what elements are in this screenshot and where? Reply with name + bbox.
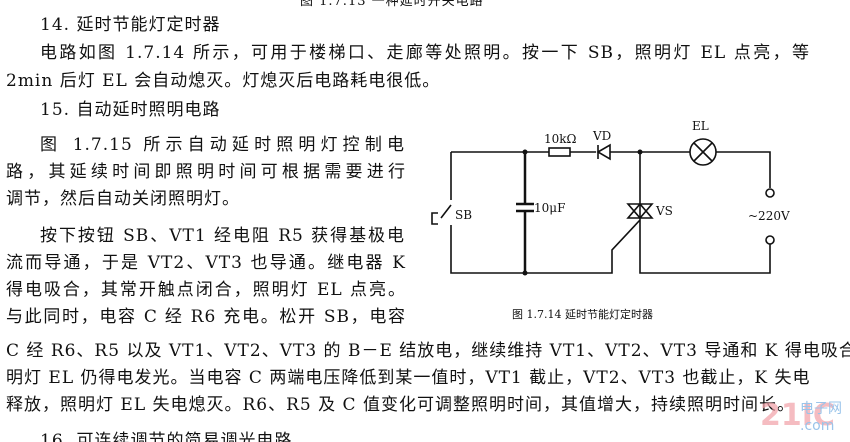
figure-caption: 图 1.7.14 延时节能灯定时器 (512, 307, 653, 321)
section-14-heading: 14. 延时节能灯定时器 (40, 15, 221, 35)
circuit-wires (450, 152, 771, 274)
paragraph-line: 路，其延续时间即照明时间可根据需要进行 (6, 162, 406, 182)
switch-sb-icon (431, 204, 452, 225)
paragraph-line: 调节，然后自动关闭照明灯。 (6, 189, 240, 209)
triac-icon (626, 202, 654, 220)
terminal-icon (765, 188, 775, 198)
paragraph-line: 流而导通，于是 VT2、VT3 也导通。继电器 K (6, 253, 406, 273)
diode-label: VD (592, 129, 611, 143)
paragraph-line: C 经 R6、R5 以及 VT1、VT2、VT3 的 B－E 结放电，继续维持 … (6, 341, 850, 361)
watermark-sub: 电子网 .com (800, 401, 842, 434)
top-caption: 图 1.7.13 一种延时开关电路 (300, 0, 484, 9)
paragraph-line: 明灯 EL 仍得电发光。当电容 C 两端电压降低到某一值时，VT1 截止，VT2… (6, 368, 811, 388)
capacitor-label: 10μF (534, 201, 565, 215)
section-15-heading: 15. 自动延时照明电路 (40, 100, 221, 120)
resistor-icon (548, 147, 571, 157)
paragraph-line: 图 1.7.15 所示自动延时照明灯控制电 (40, 135, 405, 155)
watermark-logo: 21IC (760, 398, 835, 433)
section-16-heading: 16. 可连续调节的简易调光电路 (40, 431, 293, 442)
paragraph-line: 电路如图 1.7.14 所示，可用于楼梯口、走廊等处照明。按一下 SB，照明灯 … (40, 43, 810, 63)
paragraph-line: 得电吸合，其常开触点闭合，照明灯 EL 点亮。 (6, 280, 406, 300)
switch-label: SB (455, 208, 472, 222)
triac-label: VS (655, 204, 673, 218)
top-wire (451, 151, 771, 188)
paragraph-line: 2min 后灯 EL 会自动熄灭。灯熄灭后电路耗电很低。 (6, 71, 441, 91)
resistor-label: 10kΩ (544, 132, 577, 146)
supply-label: ~220V (748, 209, 790, 223)
diode-icon (596, 143, 611, 161)
lamp-icon (689, 138, 717, 166)
capacitor-icon (516, 152, 534, 273)
terminal-icon (765, 235, 775, 245)
lamp-label: EL (692, 119, 709, 133)
paragraph-line: 按下按钮 SB、VT1 经电阻 R5 获得基极电 (40, 226, 405, 246)
paragraph-line: 释放，照明灯 EL 失电熄灭。R6、R5 及 C 值变化可调整照明时间，其值增大… (6, 395, 795, 415)
paragraph-line: 与此同时，电容 C 经 R6 充电。松开 SB，电容 (6, 307, 406, 327)
